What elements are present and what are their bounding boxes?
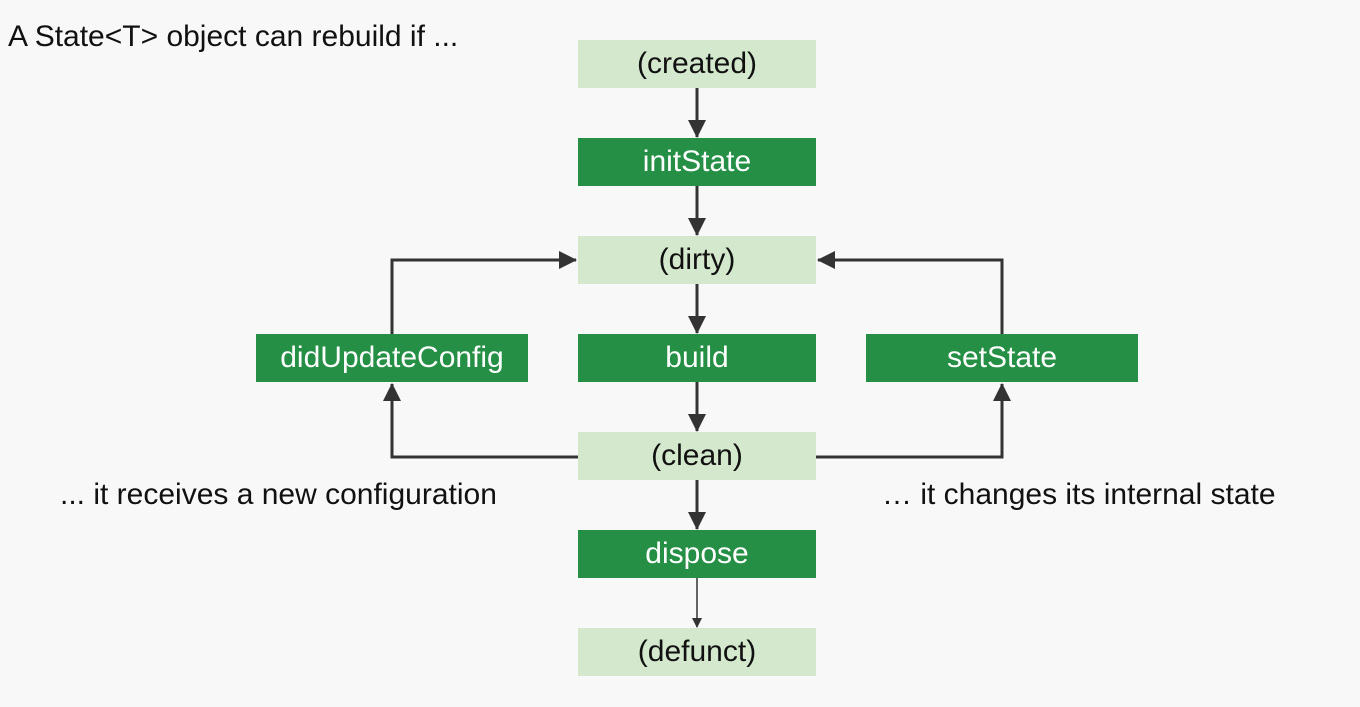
node-created: (created) [578,40,816,88]
node-didupdateconfig: didUpdateConfig [256,334,528,382]
node-clean: (clean) [578,432,816,480]
right-caption: … it changes its internal state [882,478,1276,511]
node-build: build [578,334,816,382]
edge-setstate-dirty [817,251,1004,334]
edge-clean-didupdateconfig [383,383,578,459]
node-setstate: setState [866,334,1138,382]
edge-clean-setstate [816,383,1011,459]
node-defunct: (defunct) [578,628,816,676]
node-dirty: (dirty) [578,236,816,284]
edge-didupdateconfig-dirty [390,251,577,334]
node-initstate: initState [578,138,816,186]
diagram-title: A State<T> object can rebuild if ... [8,20,459,53]
left-caption: ... it receives a new configuration [60,478,497,511]
node-dispose: dispose [578,530,816,578]
